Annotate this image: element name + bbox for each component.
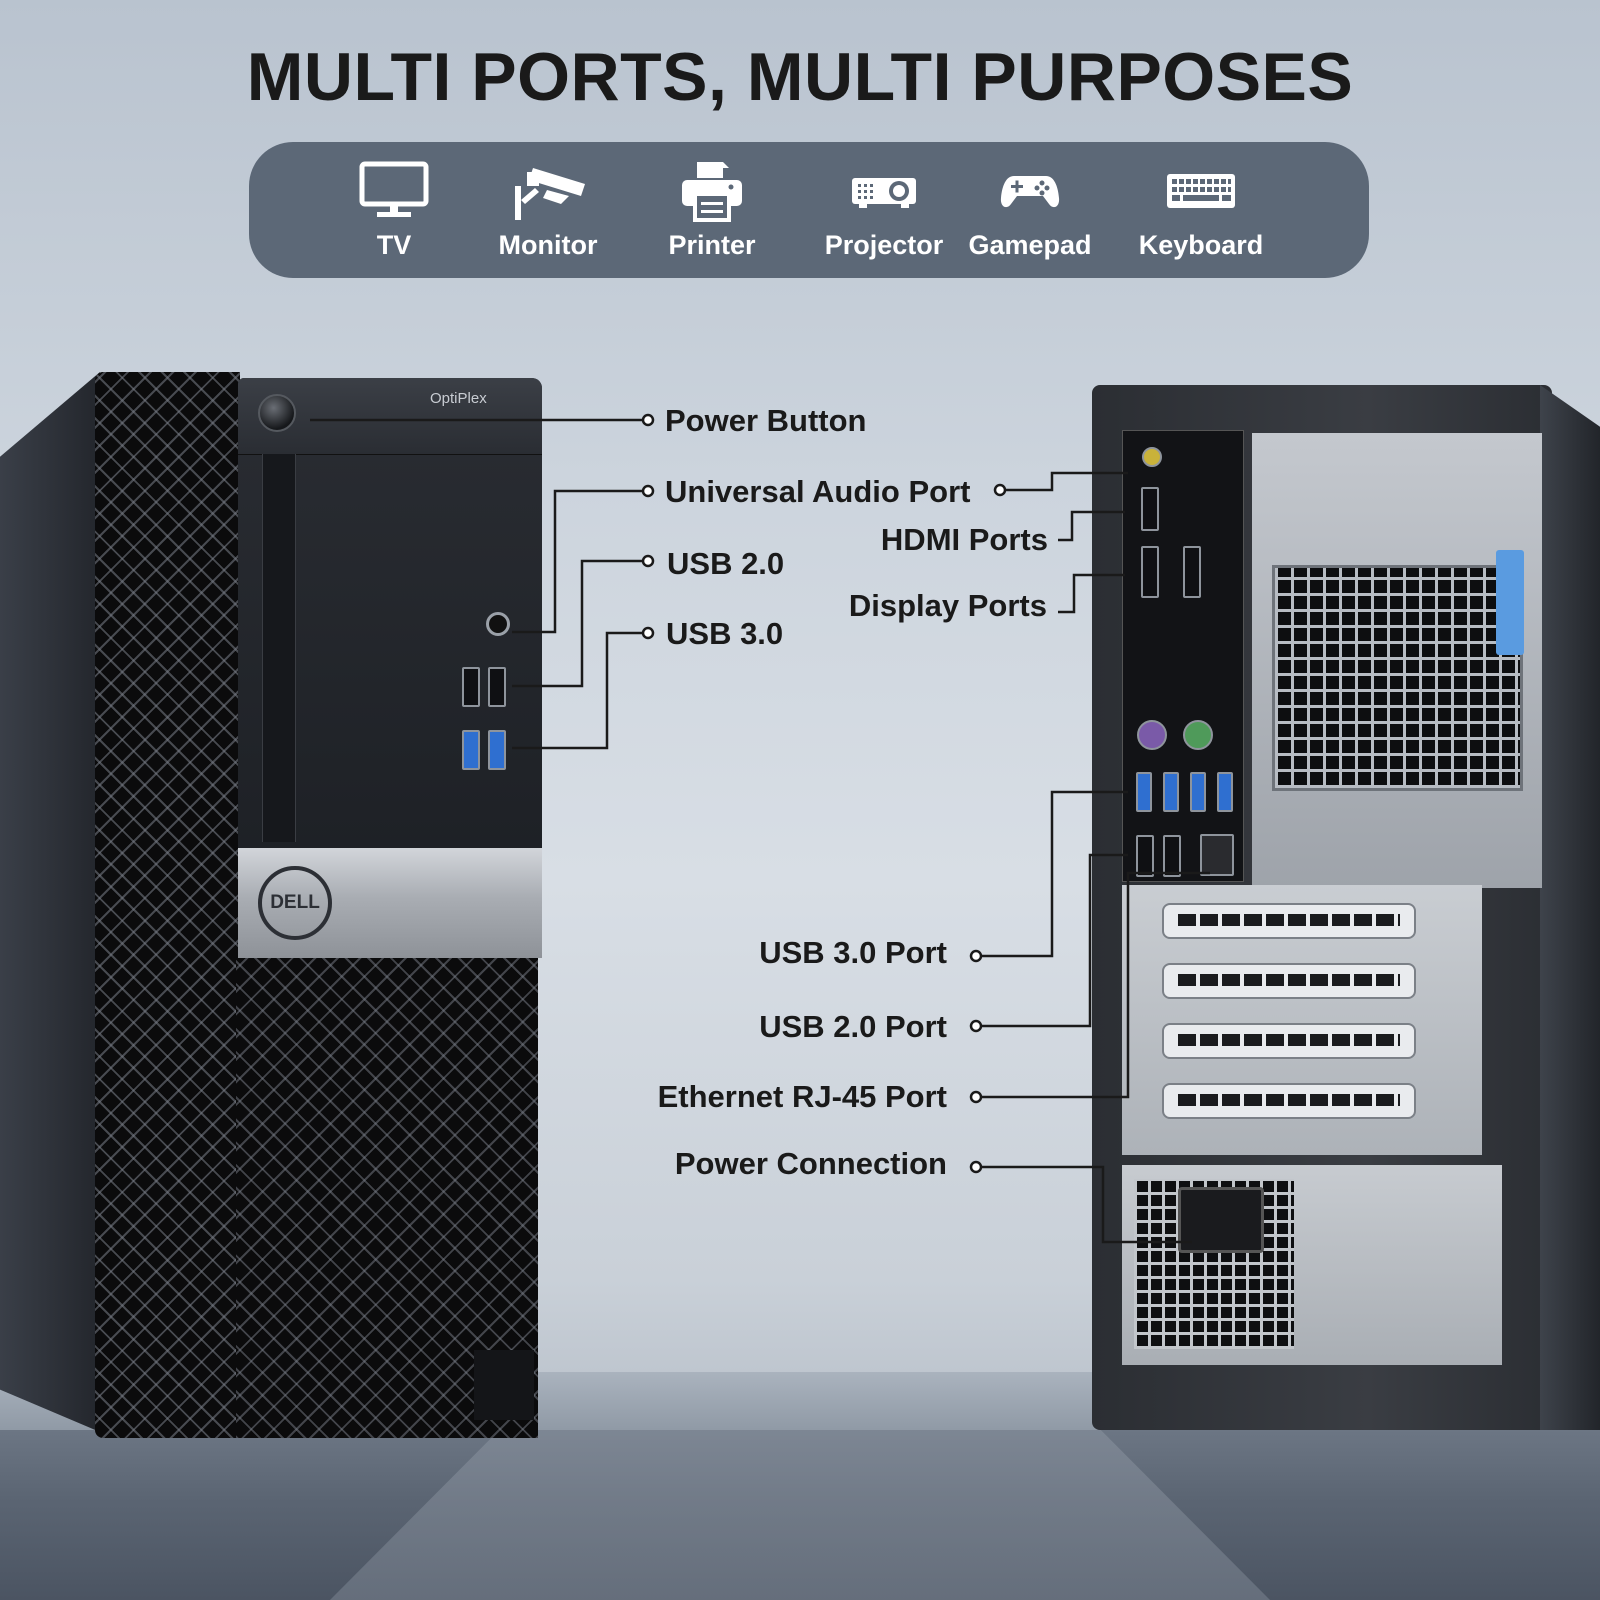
device-label: Gamepad [968, 230, 1092, 260]
power-supply [1122, 1165, 1502, 1365]
front-tower-side [0, 372, 100, 1432]
power-connector[interactable] [1178, 1187, 1264, 1253]
callout-power-connection: Power Connection [674, 1146, 947, 1181]
front-usb3-port[interactable] [488, 730, 506, 770]
expansion-slot [1162, 1083, 1416, 1119]
rear-hdmi-port[interactable] [1141, 487, 1159, 531]
device-tv: TV [319, 160, 469, 261]
rear-side [1540, 385, 1600, 1430]
callout-dot [641, 484, 655, 498]
tv-icon [359, 161, 429, 217]
rear-ethernet-port[interactable] [1200, 834, 1234, 876]
device-bar: TV Monitor Printer [249, 142, 1369, 278]
callout-rear-usb3-port: USB 3.0 Port [759, 935, 947, 970]
front-usb2-port[interactable] [462, 667, 480, 707]
security-camera-icon [515, 168, 585, 220]
dell-logo: DELL [258, 866, 332, 940]
callout-dot [641, 626, 655, 640]
rear-usb3-port[interactable] [1136, 772, 1152, 812]
callout-dot [969, 949, 983, 963]
device-printer: Printer [637, 160, 787, 261]
projector-icon [852, 178, 916, 208]
model-name: OptiPlex [430, 390, 487, 407]
device-label: Keyboard [1138, 230, 1264, 260]
rear-fan-grill [1272, 565, 1523, 791]
device-label: Printer [668, 230, 756, 260]
device-gamepad: Gamepad [955, 160, 1105, 261]
rear-usb3-port[interactable] [1190, 772, 1206, 812]
callout-ethernet-port: Ethernet RJ-45 Port [657, 1079, 947, 1114]
front-usb3-port[interactable] [462, 730, 480, 770]
device-label: Projector [824, 230, 944, 260]
device-label: TV [376, 230, 412, 260]
device-monitor: Monitor [473, 160, 623, 261]
front-audio-jack[interactable] [486, 612, 510, 636]
device-keyboard: Keyboard [1126, 160, 1276, 261]
printer-icon [682, 162, 742, 222]
psu-grill [1134, 1179, 1294, 1349]
expansion-slot [1162, 903, 1416, 939]
callout-dot [969, 1160, 983, 1174]
callout-front-usb3: USB 3.0 [666, 616, 784, 651]
device-projector: Projector [809, 160, 959, 261]
expansion-slot [1162, 1023, 1416, 1059]
rear-ps2-keyboard-port[interactable] [1183, 720, 1213, 750]
callout-dot [969, 1090, 983, 1104]
rear-audio-port[interactable] [1142, 447, 1162, 467]
callout-universal-audio-port: Universal Audio Port [665, 474, 971, 509]
rear-ps2-mouse-port[interactable] [1137, 720, 1167, 750]
keyboard-icon [1167, 174, 1235, 208]
callout-dot [641, 554, 655, 568]
power-button[interactable] [258, 394, 296, 432]
rear-displayport[interactable] [1141, 546, 1159, 598]
page-title: MULTI PORTS, MULTI PURPOSES [246, 39, 1354, 115]
rear-usb3-port[interactable] [1163, 772, 1179, 812]
optical-drive [262, 454, 296, 842]
rear-tower [1092, 385, 1600, 1430]
rear-usb2-port[interactable] [1136, 835, 1154, 877]
callout-dot [993, 483, 1007, 497]
gamepad-icon [1000, 176, 1060, 208]
callout-dot [641, 413, 655, 427]
callout-display-ports: Display Ports [848, 588, 1047, 623]
floor-light [330, 1430, 1270, 1600]
device-label: Monitor [498, 230, 598, 260]
callout-power-button: Power Button [665, 403, 867, 438]
expansion-slot [1162, 963, 1416, 999]
rear-usb3-port[interactable] [1217, 772, 1233, 812]
front-foot [474, 1350, 534, 1420]
callout-rear-usb2-port: USB 2.0 Port [759, 1009, 947, 1044]
callout-front-usb2: USB 2.0 [667, 546, 785, 581]
front-tower-mesh [95, 372, 240, 1438]
callout-dot [969, 1019, 983, 1033]
rear-latch[interactable] [1496, 550, 1524, 655]
front-usb2-port[interactable] [488, 667, 506, 707]
rear-usb2-port[interactable] [1163, 835, 1181, 877]
expansion-slots [1122, 885, 1482, 1155]
rear-displayport[interactable] [1183, 546, 1201, 598]
callout-hdmi-ports: HDMI Ports [880, 522, 1048, 557]
